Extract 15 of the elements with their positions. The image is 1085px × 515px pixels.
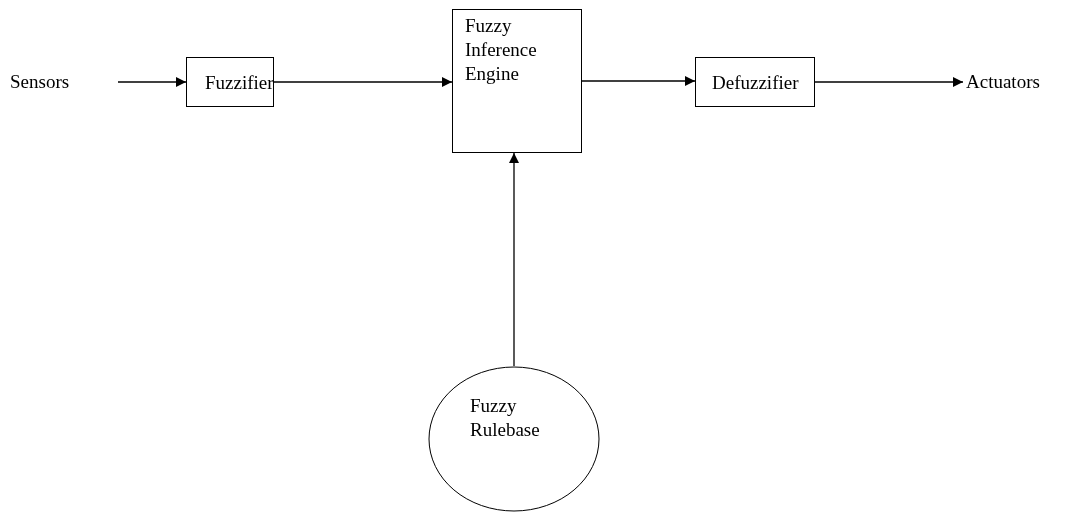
arrow [273,77,453,87]
process-box [186,57,274,107]
block-label: Fuzzifier [205,71,273,95]
process-box [695,57,815,107]
block-label: Fuzzy Rulebase [470,394,541,442]
rulebase-ellipse [428,366,600,512]
arrow [117,77,187,87]
block-label: Defuzzifier [712,71,800,95]
block-label: Fuzzy Inference Engine [465,14,538,86]
signal-label: Sensors [10,70,71,94]
process-box [452,9,582,153]
arrow [814,77,964,87]
signal-label: Actuators [966,70,1041,94]
arrow [581,76,696,86]
arrow [509,152,519,367]
